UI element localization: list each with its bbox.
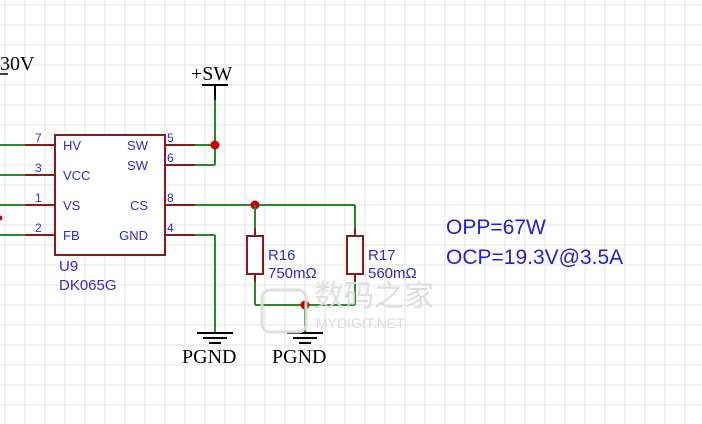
r16-ref: R16 bbox=[268, 247, 296, 264]
pin-number: 4 bbox=[167, 221, 174, 235]
sw-junction bbox=[210, 140, 220, 150]
pin-name: SW bbox=[127, 158, 149, 173]
edge-junction bbox=[0, 215, 3, 221]
watermark: 数码之家 MYDIGIT.NET bbox=[260, 279, 434, 334]
pin-name: HV bbox=[63, 138, 81, 153]
pgnd-label-left: PGND bbox=[182, 346, 236, 368]
ocp-note: OCP=19.3V@3.5A bbox=[446, 246, 623, 269]
pin-name: GND bbox=[119, 228, 148, 243]
ground-symbol-left bbox=[197, 332, 233, 344]
pin-name: CS bbox=[130, 198, 148, 213]
pin-name: VS bbox=[63, 198, 81, 213]
pin-name: SW bbox=[127, 138, 149, 153]
opp-note: OPP=67W bbox=[446, 216, 546, 239]
pin-number: 7 bbox=[35, 131, 42, 145]
watermark-en: MYDIGIT.NET bbox=[316, 315, 405, 331]
ic-ref: U9 bbox=[59, 258, 78, 275]
pgnd-label-right: PGND bbox=[272, 346, 326, 368]
pin-number: 5 bbox=[167, 131, 174, 145]
r17-value: 560mΩ bbox=[368, 265, 417, 282]
r17-ref: R17 bbox=[368, 247, 396, 264]
pin-number: 6 bbox=[167, 151, 174, 165]
pin-number: 1 bbox=[35, 191, 42, 205]
pin-number: 8 bbox=[167, 191, 174, 205]
r16-body bbox=[246, 235, 264, 275]
r16-value: 750mΩ bbox=[268, 265, 317, 282]
pin-number: 2 bbox=[35, 221, 42, 235]
power-port-label: +SW bbox=[191, 63, 232, 85]
watermark-cn: 数码之家 bbox=[314, 279, 434, 314]
pin-number: 3 bbox=[35, 161, 42, 175]
watermark-logo-icon bbox=[260, 288, 308, 334]
pin-name: VCC bbox=[63, 168, 90, 183]
r17-body bbox=[346, 235, 364, 275]
voltage-label: 30V bbox=[0, 53, 35, 75]
pin-name: FB bbox=[63, 228, 80, 243]
ic-part: DK065G bbox=[59, 277, 117, 294]
ic-body bbox=[54, 134, 166, 256]
